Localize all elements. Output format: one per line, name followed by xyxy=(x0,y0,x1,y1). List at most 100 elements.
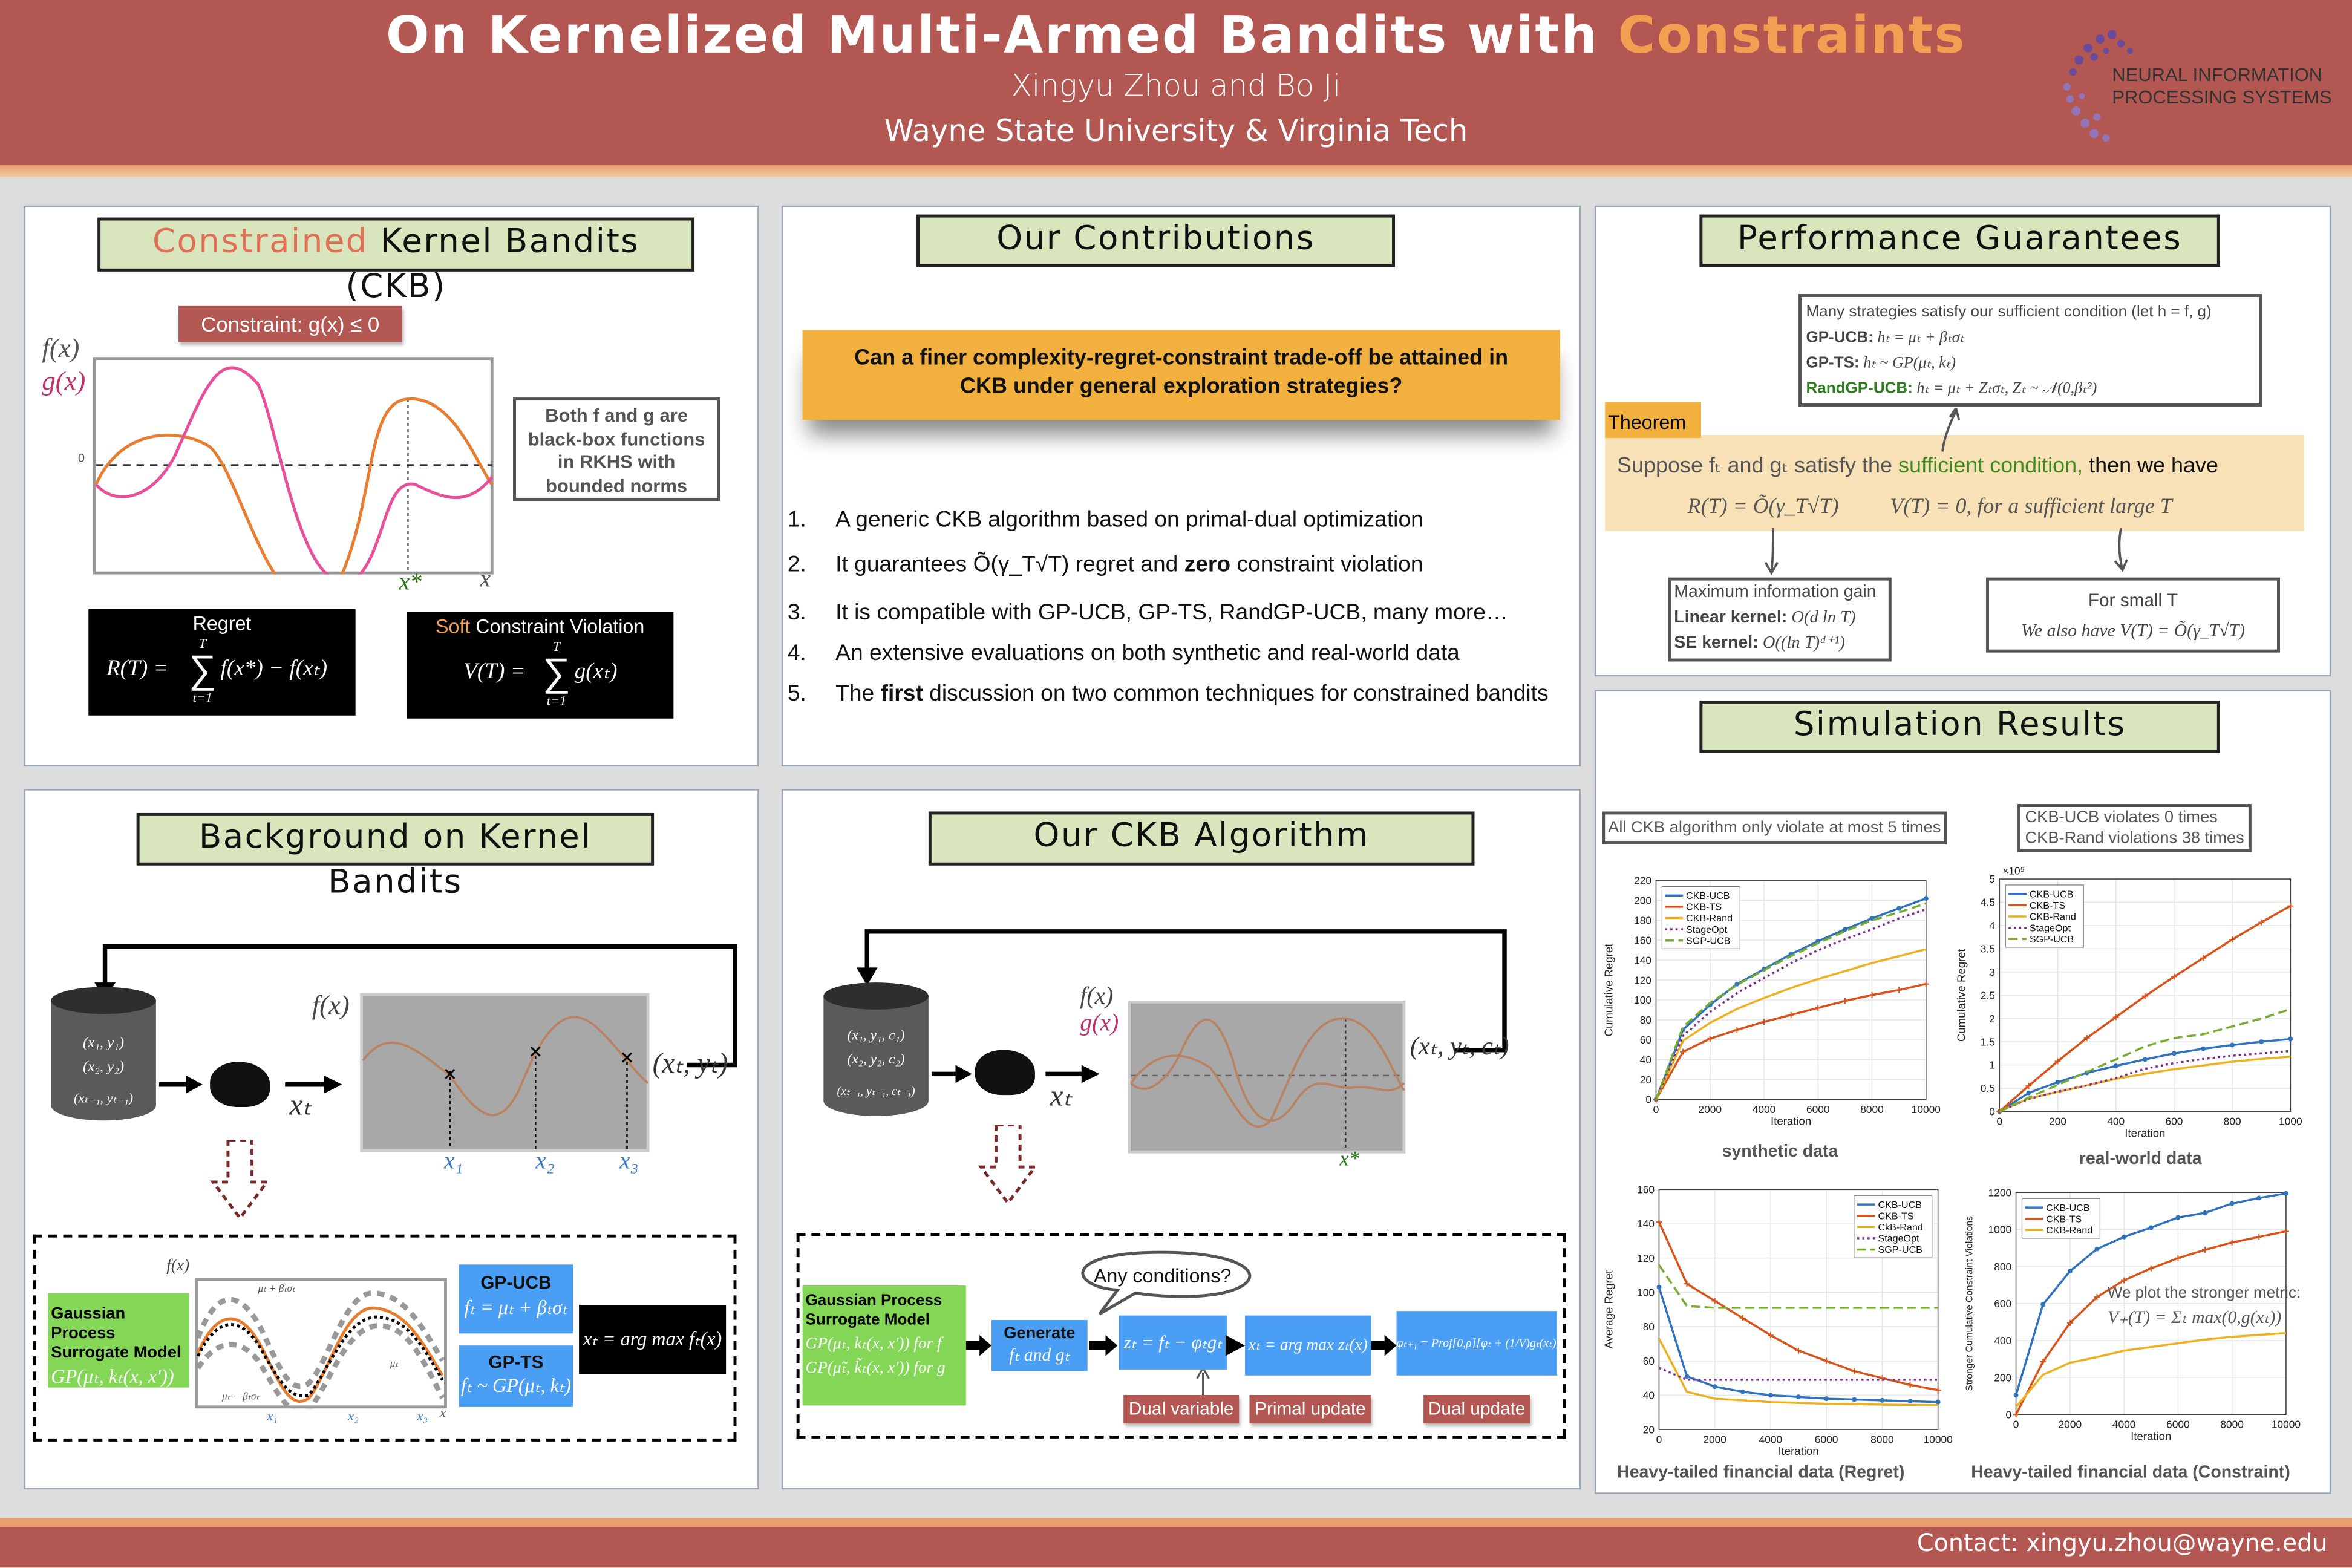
data-point xyxy=(2201,1046,2206,1051)
data-point xyxy=(1935,1387,1941,1393)
legend-label: CKB-Rand xyxy=(2030,912,2076,923)
regret-sum-sign: ∑ xyxy=(188,646,217,692)
dashed-down-arrow-icon xyxy=(210,1140,270,1221)
generate-eq: fₜ and gₜ xyxy=(1009,1344,1070,1365)
data-point xyxy=(2094,1294,2100,1301)
data-point xyxy=(1815,1005,1821,1011)
series-line-stageopt xyxy=(1655,908,1927,1100)
f-label: f(x) xyxy=(312,990,350,1021)
data-point xyxy=(1684,1374,1690,1379)
data-point xyxy=(1922,981,1929,987)
violation-bound: V(T) = 0, for a sufficient large T xyxy=(1890,495,2172,519)
data-point xyxy=(1761,1019,1767,1025)
violation-title: Soft Constraint Violation xyxy=(407,616,673,638)
y-axis-label: Cumulative Regret xyxy=(1602,943,1615,1037)
y-tick-label: 140 xyxy=(1637,1218,1655,1230)
panel-contributions xyxy=(781,205,1581,767)
legend-label: SGP-UCB xyxy=(2030,934,2074,945)
item-text: The xyxy=(835,681,881,707)
data-point xyxy=(1824,1396,1829,1402)
strategies-intro: Many strategies satisfy our sufficient c… xyxy=(1806,302,2212,321)
series-line-sgp-ucb xyxy=(1655,902,1927,1100)
y-tick-label: 100 xyxy=(1634,994,1651,1006)
data-point xyxy=(2055,1079,2060,1085)
title-accent: Constraints xyxy=(1618,5,1967,67)
data-point xyxy=(2283,1191,2288,1196)
neurips-dots-icon xyxy=(2063,30,2133,142)
data-point xyxy=(1767,1332,1774,1339)
data-point xyxy=(2121,1277,2128,1284)
regret-title: Regret xyxy=(192,612,252,635)
information-gain-box: Maximum information gain Linear kernel: … xyxy=(1668,577,1892,662)
data-point xyxy=(1923,896,1929,901)
synthetic-note: All CKB algorithm only violate at most 5… xyxy=(1602,811,1947,845)
data-point xyxy=(1707,1036,1713,1042)
condition-arrow-icon xyxy=(1941,408,1961,452)
fg-function-plot xyxy=(93,357,494,575)
gp-x2-label: x₂ xyxy=(348,1408,359,1424)
y-tick-label: 1200 xyxy=(1988,1186,2012,1198)
data-point xyxy=(2230,1042,2235,1048)
suppose-text: Suppose fₜ and gₜ satisfy the xyxy=(1617,454,1898,479)
data-point-1: (x₁, y₁, c₁) xyxy=(847,1029,905,1044)
data-point xyxy=(2054,1058,2061,1065)
legend-label: SGP-UCB xyxy=(1686,935,1730,946)
y-tick-label: 200 xyxy=(1994,1371,2011,1383)
metric-equation: V₊(T) = Σₜ max(0,g(xₜ)) xyxy=(2107,1306,2282,1328)
violation-sum-top: T xyxy=(552,639,561,655)
gp-ts-eq: hₜ ~ GP(μₜ, kₜ) xyxy=(1859,355,1956,372)
g-curve xyxy=(94,366,494,575)
violation-title-accent: Soft xyxy=(436,615,471,638)
mean-label: μₜ xyxy=(390,1357,399,1370)
arrow-right-icon xyxy=(965,1334,992,1356)
legend-label: CKB-UCB xyxy=(2030,889,2074,900)
x-tick-label: 6000 xyxy=(1806,1103,1830,1116)
gp-x1-label: x₁ xyxy=(267,1408,278,1424)
x-tick-label: 800 xyxy=(2224,1116,2241,1128)
data-point xyxy=(2066,1319,2073,1326)
data-point xyxy=(2013,1411,2019,1418)
legend-label: CKB-TS xyxy=(2030,900,2065,911)
data-point-t-minus-1: (xₜ₋₁, yₜ₋₁, cₜ₋₁) xyxy=(837,1084,915,1099)
gp-model-box: Gaussian Process Surrogate Model GP(μₜ, … xyxy=(48,1293,189,1388)
algorithm-loop-arrow xyxy=(856,929,1507,1053)
brain-icon xyxy=(210,1062,270,1107)
y-tick-label: 140 xyxy=(1634,954,1651,966)
x-tick-label: 2000 xyxy=(1698,1103,1722,1116)
legend-label: SGP-UCB xyxy=(1878,1244,1922,1255)
gp-model-eq: GP(μₜ, kₜ(x, x′)) xyxy=(51,1365,174,1388)
y-tick-label: 1000 xyxy=(1988,1224,2012,1236)
linear-kernel-bound: O(d ln T) xyxy=(1787,609,1856,627)
y-tick-label: 120 xyxy=(1637,1252,1655,1264)
data-point xyxy=(1734,1027,1740,1033)
algorithm-dashed-box xyxy=(796,1233,1566,1439)
data-point xyxy=(1907,1399,1913,1404)
theorem-statement: Suppose fₜ and gₜ satisfy the sufficient… xyxy=(1617,454,2218,479)
data-point xyxy=(2202,1247,2208,1253)
item-text: A generic CKB algorithm based on primal-… xyxy=(835,507,1423,533)
x-tick-label: 0 xyxy=(1656,1433,1662,1445)
legend-label: StageOpt xyxy=(1686,924,1728,935)
item-text: An extensive evaluations on both synthet… xyxy=(835,640,1460,666)
violation-lhs: V(T) = xyxy=(463,660,526,684)
data-point xyxy=(1656,1219,1662,1226)
x-axis-label: Iteration xyxy=(1778,1445,1818,1457)
theorem-band xyxy=(1605,435,2304,531)
y-tick-label: 400 xyxy=(1994,1334,2011,1347)
algorithm-title: Our CKB Algorithm xyxy=(928,811,1475,866)
item-number: 3. xyxy=(787,599,806,626)
y-tick-label: 180 xyxy=(1634,915,1651,927)
x-tick-label: 10000 xyxy=(1912,1103,1941,1116)
theorem-tag: Theorem xyxy=(1605,402,1701,439)
rkhs-note: Both f and g are black-box functions in … xyxy=(513,397,720,501)
y-tick-label: 1 xyxy=(1989,1059,1995,1071)
logo-line2: PROCESSING SYSTEMS xyxy=(2112,87,2332,108)
data-point xyxy=(2067,1269,2073,1274)
background-title: Background on Kernel Bandits xyxy=(136,812,655,901)
x-tick-label: 0 xyxy=(1996,1116,2002,1128)
item-number: 5. xyxy=(787,681,806,707)
y-tick-label: 60 xyxy=(1640,1034,1651,1046)
data-point xyxy=(2171,1051,2177,1056)
